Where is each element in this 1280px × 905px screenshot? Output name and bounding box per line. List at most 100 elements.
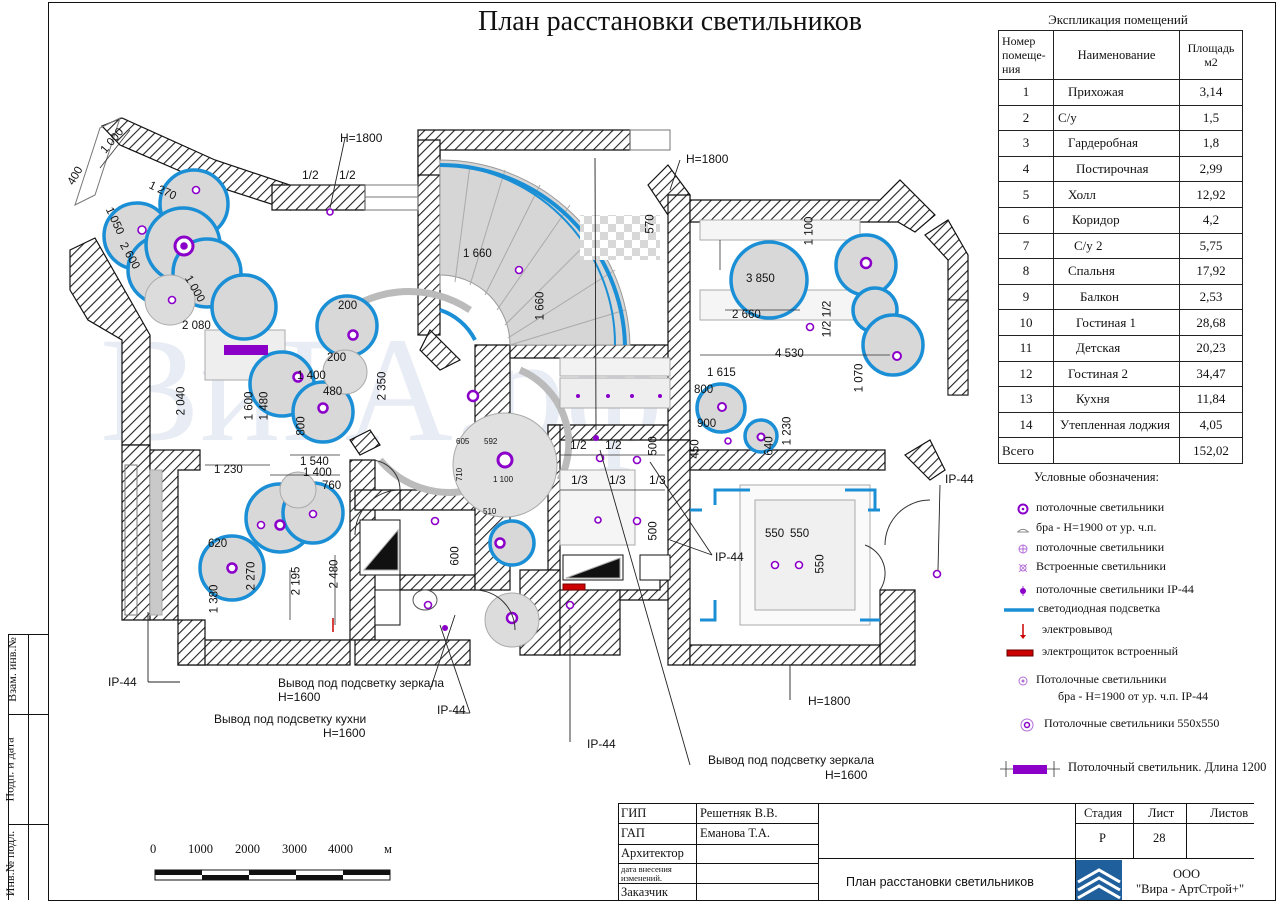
dim-label: 500 — [647, 521, 660, 541]
row-number: 12 — [998, 360, 1054, 388]
row-name: С/у 2 — [1053, 232, 1180, 260]
dim-label: 2 080 — [182, 320, 211, 332]
row-area: 17,92 — [1179, 258, 1243, 285]
header-area: Площадь м2 — [1179, 30, 1243, 80]
dim-label: 605 — [456, 437, 470, 446]
dim-label: 1 380 — [208, 584, 221, 614]
dim-label: 900 — [697, 418, 717, 430]
legend-item: бра - Н=1900 от ур. ч.п. IP-44 — [1000, 687, 1275, 709]
dim-label: 1 660 — [463, 248, 492, 260]
gip-name: Решетняк В.В. — [700, 806, 778, 820]
note-ip44-center: IP-44 — [437, 703, 466, 717]
dim-label: 1 100 — [493, 475, 514, 484]
row-name: Гостиная 2 — [1053, 360, 1180, 388]
dim-label: 1 230 — [214, 464, 243, 476]
ceiling-light-icon — [1017, 503, 1029, 515]
row-area: 20,23 — [1179, 334, 1243, 362]
dim-label: 1 600 — [243, 391, 256, 421]
dim-label: 510 — [483, 507, 497, 516]
row-name: Детская — [1053, 334, 1180, 362]
legend-label: электровывод — [1042, 622, 1113, 636]
sheet-label: Лист — [1148, 806, 1175, 820]
row-area: 1,5 — [1179, 104, 1243, 132]
row-area: 12,92 — [1179, 181, 1243, 208]
row-area: 28,68 — [1179, 309, 1243, 336]
sheets-label: Листов — [1210, 806, 1249, 820]
legend-label: потолочные светильники IP-44 — [1036, 582, 1194, 596]
row-area: 2,53 — [1179, 283, 1243, 311]
header-name: Наименование — [1053, 30, 1180, 80]
total-label: Всего — [998, 437, 1054, 464]
dim-label: 1/3 — [609, 473, 626, 487]
note-ip44-bottom: IP-44 — [587, 737, 616, 751]
linear-light-icon — [1000, 761, 1060, 777]
row-area: 1,8 — [1179, 130, 1243, 157]
legend-item: потолочные светильники — [1000, 538, 1275, 560]
legend-item: потолочные светильники IP-44 — [1000, 580, 1275, 602]
dim-label: 550 — [814, 554, 827, 574]
dim-label: 1 230 — [781, 416, 794, 446]
scale-unit: м — [384, 842, 392, 856]
dim-label: 1/2 — [339, 168, 356, 182]
dim-label: 2 270 — [245, 561, 258, 591]
dim-label: 1 540 — [300, 456, 329, 468]
row-area: 2,99 — [1179, 155, 1243, 183]
frame-right — [1275, 2, 1276, 900]
legend-item: Потолочные светильники 550х550 — [1000, 714, 1275, 736]
row-number: 2 — [998, 104, 1054, 132]
stage-value: Р — [1099, 831, 1106, 845]
dim-label: 1 480 — [258, 391, 271, 421]
legend-label: потолочные светильники — [1036, 500, 1165, 514]
row-area: 5,75 — [1179, 232, 1243, 260]
dim-label: 600 — [449, 546, 462, 566]
scale-bar: 0 1000 2000 3000 4000 м — [148, 842, 408, 882]
dim-label: 1 615 — [707, 367, 736, 379]
legend-item: электровывод — [1000, 620, 1275, 642]
legend-item: Потолочные светильники — [1000, 670, 1275, 692]
dim-label: 800 — [295, 416, 308, 436]
dim-label: 3 850 — [746, 273, 775, 285]
change-label-2: изменений. — [621, 873, 663, 883]
furniture — [149, 219, 881, 626]
led-strips — [690, 488, 880, 622]
row-area: 34,47 — [1179, 360, 1243, 388]
linear-light — [224, 345, 268, 355]
leader-lines — [147, 137, 941, 766]
legend-label: бра - Н=1900 от ур. ч.п. IP-44 — [1058, 689, 1209, 703]
ceiling-light-star-icon — [1018, 544, 1028, 554]
row-name: С/у — [1053, 104, 1180, 132]
stage-label: Стадия — [1084, 806, 1123, 820]
dim-label: 2 350 — [376, 371, 389, 401]
recessed-lights — [442, 394, 662, 631]
legend-item: бра - Н=1900 от ур. ч.п. — [1000, 518, 1275, 540]
led-strip-icon — [1004, 608, 1034, 612]
explication-table: Номер помеще-ния Наименование Площадь м2… — [998, 30, 1243, 464]
note-kitchen-height: Н=1600 — [323, 726, 366, 740]
row-number: 11 — [998, 334, 1054, 362]
note-mirror-1: Вывод под подсветку зеркала — [278, 676, 445, 690]
row-number: 7 — [998, 232, 1054, 260]
total-spacer — [1053, 437, 1180, 464]
scale-label: 1000 — [188, 842, 213, 856]
change-label: дата внесения — [621, 864, 672, 874]
light-zones — [102, 168, 925, 602]
gap-label: ГАП — [621, 826, 645, 840]
gip-label: ГИП — [621, 806, 647, 820]
dim-label: 2 660 — [732, 309, 761, 321]
row-area: 4,2 — [1179, 206, 1243, 234]
note-ip44-mid: IP-44 — [715, 550, 744, 564]
dim-label: 1 400 — [297, 370, 326, 382]
side-stamp-replace: Взам. инв.№ — [4, 637, 19, 702]
dim-label: 1/2 — [302, 168, 319, 182]
dim-label: 2 480 — [328, 559, 341, 589]
dim-label: 620 — [208, 538, 228, 550]
dim-label: 500 — [647, 436, 660, 456]
row-number: 6 — [998, 206, 1054, 234]
dim-label: 1 660 — [534, 291, 547, 321]
